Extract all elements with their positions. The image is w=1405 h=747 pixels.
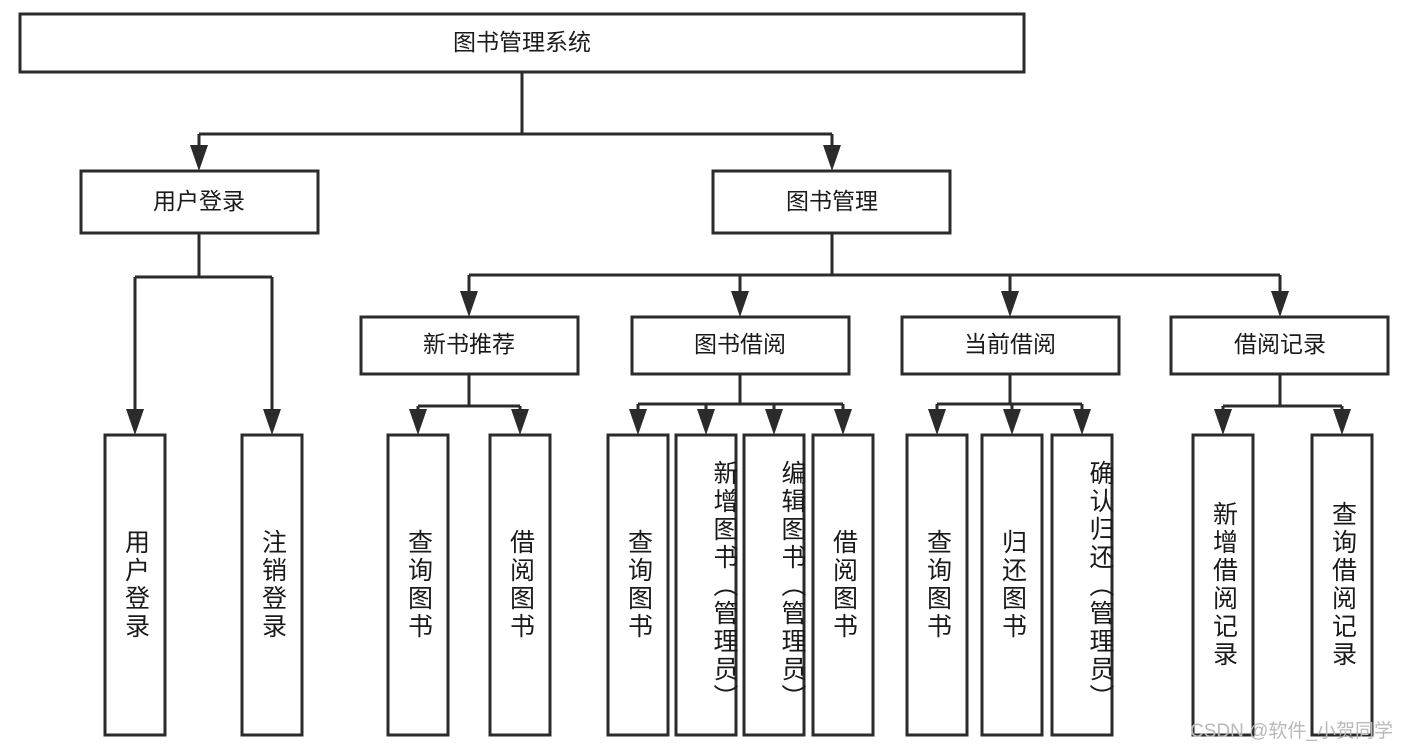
arrow-head-leaf-user-logout [263, 409, 281, 435]
node-new-book-rec-label: 新书推荐 [423, 331, 515, 357]
node-leaf-query-record[interactable] [1310, 433, 1374, 737]
edges-layer [126, 72, 1351, 435]
arrow-head-current-borrow [1001, 291, 1019, 317]
node-borrow-record-label: 借阅记录 [1234, 331, 1326, 357]
node-leaf-add-book[interactable] [674, 433, 738, 737]
node-leaf-return-book[interactable] [980, 433, 1044, 737]
node-root-label: 图书管理系统 [453, 29, 591, 55]
node-leaf-add-record[interactable] [1191, 433, 1255, 737]
arrow-head-leaf-add-book [697, 409, 715, 435]
node-leaf-query-book-1[interactable] [386, 433, 450, 737]
arrow-head-leaf-user-login [126, 409, 144, 435]
arrow-head-leaf-query-book-3 [928, 409, 946, 435]
node-leaf-user-logout[interactable] [240, 433, 304, 737]
node-user-login[interactable] [79, 169, 320, 235]
node-borrow-record[interactable] [1169, 315, 1390, 376]
arrow-head-new-book-rec [460, 291, 478, 317]
arrow-head-leaf-borrow-book-1 [511, 409, 529, 435]
node-new-book-rec[interactable] [359, 315, 580, 376]
node-leaf-user-login[interactable] [103, 433, 167, 737]
node-current-borrow-label: 当前借阅 [964, 331, 1056, 357]
arrow-head-leaf-return-book [1003, 409, 1021, 435]
node-root[interactable] [18, 12, 1026, 74]
node-book-manage-label: 图书管理 [786, 188, 878, 214]
arrow-head-leaf-borrow-book-2 [834, 409, 852, 435]
node-leaf-borrow-book-1[interactable] [488, 433, 552, 737]
arrow-head-leaf-confirm-return [1073, 409, 1091, 435]
node-current-borrow[interactable] [900, 315, 1121, 376]
arrow-head-leaf-query-record [1333, 409, 1351, 435]
csdn-watermark: CSDN @软件_小贺同学 [1190, 721, 1393, 742]
node-leaf-confirm-return[interactable] [1050, 433, 1114, 737]
node-leaf-borrow-book-2[interactable] [811, 433, 875, 737]
arrow-head-leaf-add-record [1214, 409, 1232, 435]
node-book-borrow-label: 图书借阅 [694, 331, 786, 357]
node-leaf-edit-book[interactable] [742, 433, 806, 737]
node-book-borrow[interactable] [630, 315, 851, 376]
arrow-head-leaf-query-book-1 [409, 409, 427, 435]
node-user-login-label: 用户登录 [153, 188, 245, 214]
arrow-head-leaf-edit-book [765, 409, 783, 435]
arrow-head-book-manage [823, 145, 841, 171]
node-leaf-query-book-2[interactable] [606, 433, 670, 737]
arrow-head-borrow-record [1271, 291, 1289, 317]
node-book-manage[interactable] [711, 169, 952, 235]
arrow-head-leaf-query-book-2 [629, 409, 647, 435]
arrow-head-book-borrow [731, 291, 749, 317]
node-leaf-query-book-3[interactable] [905, 433, 969, 737]
nodes-layer: 图书管理系统 用户登录 图书管理 新书推荐 图书借阅 当前借阅 借阅记录 [18, 12, 1390, 737]
arrow-head-user-login [190, 145, 208, 171]
